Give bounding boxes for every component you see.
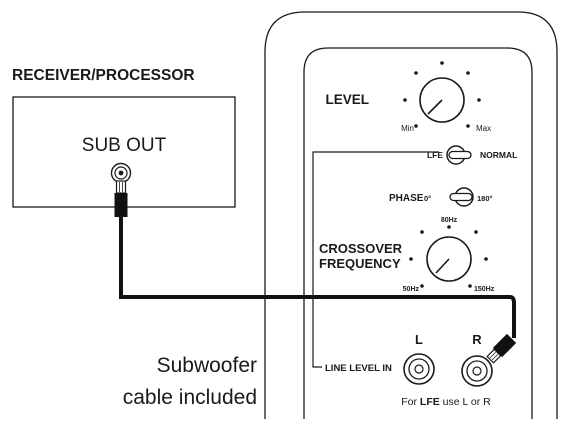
control-panel-plate [303, 47, 533, 419]
crossover-label-line2: FREQUENCY [319, 256, 401, 271]
cable-plug-subwoofer [486, 333, 517, 364]
line-level-in-bracket [312, 151, 439, 368]
sub-out-label: SUB OUT [82, 135, 167, 156]
lfe-switch-left-label: LFE [427, 150, 443, 160]
level-label: LEVEL [325, 92, 369, 107]
lfe-note-suffix: use L or R [440, 396, 491, 408]
crossover-max-label: 150Hz [474, 286, 495, 293]
line-in-jack-left[interactable] [403, 353, 435, 385]
phase-label: PHASE [389, 193, 424, 204]
lfe-note-bold: LFE [420, 396, 440, 408]
crossover-label-line1: CROSSOVER [319, 241, 403, 256]
sub-out-jack [110, 162, 132, 184]
cable-plug-receiver [114, 180, 128, 217]
level-scale-dots [403, 61, 481, 128]
jack-right-label: R [472, 332, 482, 347]
crossover-top-label: 80Hz [441, 217, 458, 224]
lfe-note: For LFE use L or R [401, 396, 491, 408]
phase-left-label: 0° [424, 194, 431, 203]
caption-line2: cable included [123, 386, 257, 409]
crossover-knob[interactable] [426, 236, 472, 282]
subwoofer-cable [119, 217, 516, 338]
lfe-normal-switch[interactable] [446, 145, 472, 165]
level-min-label: Min [401, 124, 414, 133]
line-in-jack-right[interactable] [461, 355, 493, 387]
caption-line1: Subwoofer [157, 354, 257, 377]
crossover-scale-dots [409, 225, 488, 288]
phase-switch[interactable] [449, 187, 474, 207]
jack-left-label: L [415, 332, 423, 347]
level-knob[interactable] [419, 77, 465, 123]
subwoofer-cabinet [264, 11, 558, 419]
level-max-label: Max [476, 124, 491, 133]
crossover-min-label: 50Hz [403, 286, 420, 293]
line-level-in-label: LINE LEVEL IN [325, 363, 392, 374]
phase-right-label: 180° [477, 194, 493, 203]
lfe-switch-right-label: NORMAL [480, 150, 517, 160]
lfe-note-prefix: For [401, 396, 420, 408]
receiver-heading: RECEIVER/PROCESSOR [12, 67, 195, 84]
